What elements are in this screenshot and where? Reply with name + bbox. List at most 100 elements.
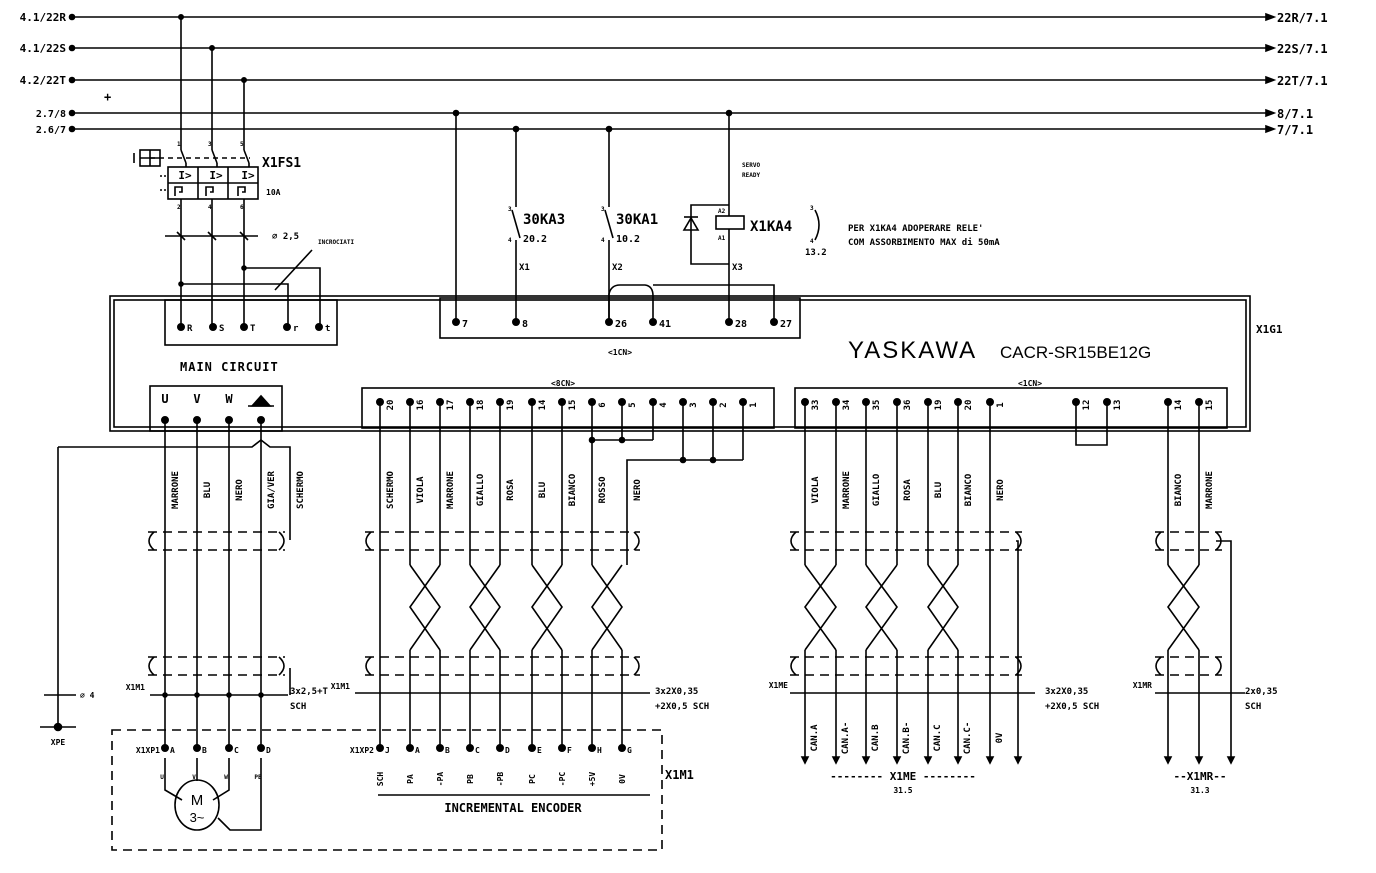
motor-phase-label: V <box>192 774 196 781</box>
motor-unit-box <box>111 729 663 851</box>
cn1-terminal-number: 7 <box>462 319 468 330</box>
breaker-pin-top: 5 <box>240 141 244 148</box>
cable-shield <box>790 656 1022 676</box>
motor-winding-wire <box>164 758 183 801</box>
cn1-terminal-number: 8 <box>522 319 528 330</box>
x1me-signal-label: 0V <box>995 732 1005 743</box>
cn8-terminal-number: 5 <box>628 402 638 407</box>
arrow-icon <box>1013 756 1023 765</box>
bus-arrow-icon <box>1265 124 1277 134</box>
breaker-pin-top: 3 <box>208 141 212 148</box>
x1mr-ref: 31.3 <box>1190 786 1209 795</box>
encoder-pin-label: J <box>385 746 390 755</box>
bus-label-left: 4.2/22T <box>20 74 67 87</box>
wire-number: X1 <box>519 263 530 273</box>
cn1-right-terminal-number: 19 <box>934 400 944 411</box>
wire-color-label: BIANCO <box>568 473 578 506</box>
cn8-terminal-number: 15 <box>568 400 578 411</box>
motor-pin <box>161 743 170 752</box>
x1me-signal-label: CAN.A <box>810 724 820 752</box>
bus-label-right: 8/7.1 <box>1277 107 1313 121</box>
arrow-icon <box>923 756 933 765</box>
cable-spec: 3x2X0,35 <box>655 687 698 697</box>
main-output-label: U <box>161 392 168 406</box>
main-circuit-label: MAIN CIRCUIT <box>180 360 279 374</box>
motor-phase-label: W <box>224 774 228 781</box>
cn8-terminal-number: 1 <box>749 402 759 407</box>
contact-pin: 3 <box>601 206 605 213</box>
control-supply-wire <box>244 267 321 327</box>
wire-color-label: MARRONE <box>171 471 181 509</box>
motor-pin-label: C <box>234 746 239 755</box>
relay-coil <box>715 215 745 230</box>
cn1-terminal-number: 41 <box>659 319 671 330</box>
main-input-terminal <box>209 322 218 331</box>
encoder-pin <box>375 743 384 752</box>
twisted-pair <box>409 564 441 651</box>
bus-label-right: 22S/7.1 <box>1277 42 1328 56</box>
wire-color-label: ROSSO <box>598 476 608 504</box>
encoder-signal-label: SCH <box>376 772 385 787</box>
cn8-terminal-number: 16 <box>416 400 426 411</box>
cable-shield-cap <box>148 656 155 676</box>
control-supply-wire <box>181 283 289 327</box>
main-output-label: W <box>225 392 233 406</box>
junction-dot <box>258 692 264 698</box>
wire-number: X2 <box>612 263 623 273</box>
cn1-right-terminal-number: 34 <box>842 399 852 410</box>
bus-label-right: 7/7.1 <box>1277 123 1313 137</box>
earth-section-label: ⌀ 4 <box>80 691 95 700</box>
twisted-pair <box>927 564 959 651</box>
cable-shield-cap <box>148 531 155 551</box>
relay-pin: A2 <box>718 208 726 215</box>
encoder-title: INCREMENTAL ENCODER <box>444 801 582 815</box>
encoder-pin-label: A <box>415 746 420 755</box>
motor-icon <box>174 779 220 831</box>
encoder-pin <box>617 743 626 752</box>
cn1-right-terminal-number: 1 <box>996 402 1006 407</box>
cable-shield-cap <box>365 656 372 676</box>
wire-color-label: VIOLA <box>811 476 821 504</box>
cn8-terminal-number: 2 <box>719 402 729 407</box>
cable-spec: 3x2X0,35 <box>1045 687 1088 697</box>
diode-loop <box>690 204 729 265</box>
twisted-pair <box>591 564 623 651</box>
breaker-aux-link <box>160 175 166 191</box>
breaker-trip-symbol: I> <box>241 169 255 182</box>
relay-note: PER X1KA4 ADOPERARE RELE' <box>848 224 983 234</box>
contact-ref: 20.2 <box>523 234 547 245</box>
wire-color-label: NERO <box>633 479 643 501</box>
motor-unit-tag: X1M1 <box>665 768 694 782</box>
arrow-icon <box>800 756 810 765</box>
junction-dot <box>178 281 184 287</box>
motor-pe-wire <box>217 758 262 831</box>
junction-dot <box>209 44 216 51</box>
encoder-pin <box>435 743 444 752</box>
contact-pin: 4 <box>601 237 605 244</box>
encoder-signal-label: -PB <box>496 772 505 787</box>
contact-tag: 30KA1 <box>616 212 658 228</box>
junction-dot <box>194 692 200 698</box>
encoder-signal-label: PC <box>528 774 537 784</box>
jumper-wire <box>653 284 775 322</box>
wire-color-label: GIALLO <box>476 473 486 506</box>
cn1-right-terminal-number: 35 <box>872 400 882 411</box>
ground-icon <box>250 394 272 407</box>
breaker-pin-top: 1 <box>177 141 181 148</box>
encoder-signal-label: +5V <box>588 772 597 787</box>
encoder-signal-label: PB <box>466 774 475 784</box>
diode-icon <box>682 216 700 231</box>
main-input-label: T <box>250 324 256 334</box>
cable-shield <box>790 531 1022 551</box>
cn1-right-terminal-number: 12 <box>1082 400 1092 411</box>
cable-spec: +2X0,5 SCH <box>655 702 709 712</box>
wire-color-label: NERO <box>235 479 245 501</box>
arrow-icon <box>892 756 902 765</box>
cable-spec: SCH <box>290 702 306 712</box>
cable-shield-cap <box>278 656 285 676</box>
contact-pin: 3 <box>508 206 512 213</box>
cable-shield <box>1155 656 1222 676</box>
bus-arrow-icon <box>1265 108 1277 118</box>
x1mr-footer: --X1MR-- <box>1174 770 1227 783</box>
jumper-wire <box>626 459 743 565</box>
